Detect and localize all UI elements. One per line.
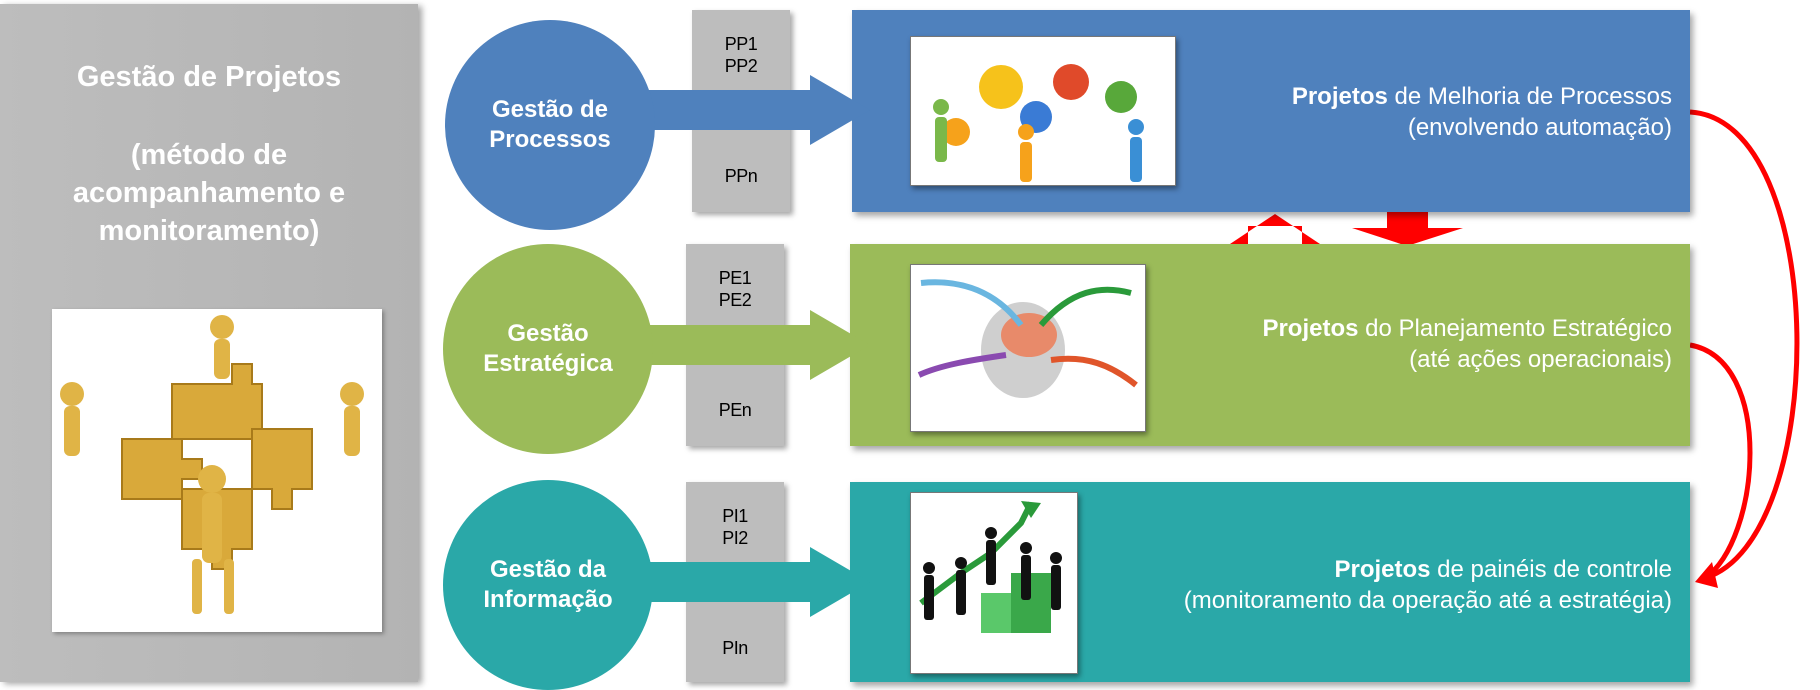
box-item-ppn: PPn (724, 166, 758, 186)
box-item-pen: PEn (718, 400, 752, 420)
puzzle-team-icon (52, 309, 382, 632)
band-estrategica-line2: (até ações operacionais) (1409, 346, 1672, 373)
left-panel: Gestão de Projetos (método de acompanham… (0, 4, 418, 682)
band-estrategica-line1: Projetos do Planejamento Estratégico (1262, 315, 1672, 342)
gears-team-icon (910, 36, 1176, 186)
left-panel-subtitle-3: monitoramento) (98, 215, 320, 247)
left-panel-title: Gestão de Projetos (76, 61, 342, 93)
left-panel-subtitle-1: (método de (130, 139, 288, 171)
band-processos-line2: (envolvendo automação) (1407, 114, 1672, 141)
box-item-pe1: PE1 (718, 268, 752, 288)
band-processos-line1: Projetos de Melhoria de Processos (1291, 83, 1672, 110)
box-item-pe2: PE2 (718, 290, 752, 310)
box-item-pp2: PP2 (724, 56, 758, 76)
band-informacao-line1: Projetos de painéis de controle (1334, 556, 1672, 583)
brain-arrows-icon (910, 264, 1146, 432)
box-item-pi2: PI2 (722, 528, 748, 548)
box-item-pin: PIn (722, 638, 748, 658)
growth-chart-icon (910, 492, 1078, 674)
box-item-pp1: PP1 (724, 34, 758, 54)
band-informacao-line2: (monitoramento da operação até a estraté… (1183, 587, 1672, 614)
box-item-pi1: PI1 (722, 506, 748, 526)
left-panel-subtitle-2: acompanhamento e (72, 177, 346, 209)
